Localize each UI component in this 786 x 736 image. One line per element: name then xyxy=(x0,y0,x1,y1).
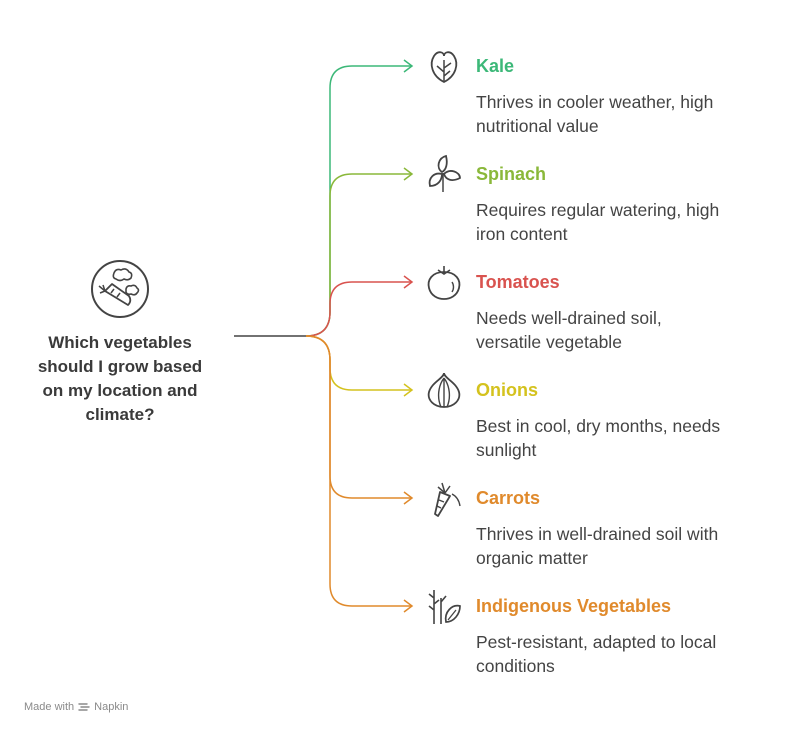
item-title-text: Onions xyxy=(476,380,538,400)
item-title-carrots: Carrots xyxy=(476,487,540,509)
question-line: should I grow based xyxy=(37,357,203,376)
description-line: iron content xyxy=(476,224,568,244)
napkin-logo-icon xyxy=(78,703,90,711)
item-title-text: Spinach xyxy=(476,164,547,184)
indigenous-vegetables-icon xyxy=(428,590,461,624)
branch-onions xyxy=(305,335,412,391)
item-title-text: Tomatoes xyxy=(476,272,560,292)
description-line: Thrives in well-drained soil with xyxy=(476,524,719,544)
description-line: Thrives in cooler weather, high xyxy=(476,92,714,112)
item-title-spinach: Spinach xyxy=(476,163,546,185)
description-line: Pest-resistant, adapted to local xyxy=(476,632,717,652)
description-line: organic matter xyxy=(476,548,588,568)
branch-carrots xyxy=(305,335,412,499)
branch-tomatoes xyxy=(305,281,412,337)
item-title-text: Kale xyxy=(476,56,515,76)
item-title-text: Carrots xyxy=(476,488,541,508)
description-line: Needs well-drained soil, xyxy=(476,308,662,328)
description-line: sunlight xyxy=(476,440,537,460)
item-description-carrots: Thrives in well-drained soil with organi… xyxy=(476,522,776,570)
question-line: Which vegetables xyxy=(48,333,192,352)
item-description-spinach: Requires regular watering, high iron con… xyxy=(476,198,776,246)
carrot-icon xyxy=(434,482,461,517)
arrow-carrots xyxy=(403,491,414,505)
item-description-indigenous-vegetables: Pest-resistant, adapted to local conditi… xyxy=(476,630,776,678)
question-line: on my location and xyxy=(42,381,198,400)
item-title-onions: Onions xyxy=(476,379,538,401)
description-line: conditions xyxy=(476,656,555,676)
item-description-tomatoes: Needs well-drained soil, versatile veget… xyxy=(476,306,776,354)
description-line: nutritional value xyxy=(476,116,599,136)
arrow-kale xyxy=(403,59,414,73)
item-title-kale: Kale xyxy=(476,55,514,77)
branch-indigenous-vegetables xyxy=(305,335,412,607)
branch-kale xyxy=(305,65,412,337)
item-title-text: Indigenous Vegetables xyxy=(476,596,672,616)
arrow-tomatoes xyxy=(403,275,414,289)
item-description-kale: Thrives in cooler weather, high nutritio… xyxy=(476,90,776,138)
description-line: Requires regular watering, high xyxy=(476,200,720,220)
arrow-indigenous-vegetables xyxy=(403,599,414,613)
question-line: climate? xyxy=(85,405,155,424)
arrow-onions xyxy=(403,383,414,397)
brand-text: Napkin xyxy=(94,701,129,713)
branch-spinach xyxy=(305,173,412,337)
vegetables-icon xyxy=(91,260,149,318)
kale-leaf-icon xyxy=(430,51,458,84)
spinach-leaves-icon xyxy=(428,154,461,192)
description-line: Best in cool, dry months, needs xyxy=(476,416,721,436)
question-text: Which vegetables should I grow based on … xyxy=(20,331,220,427)
arrow-spinach xyxy=(403,167,414,181)
item-title-indigenous-vegetables: Indigenous Vegetables xyxy=(476,595,671,617)
footer-watermark: Made with Napkin xyxy=(24,701,128,713)
made-with-text: Made with xyxy=(24,701,75,713)
tomato-icon xyxy=(427,266,461,300)
item-description-onions: Best in cool, dry months, needs sunlight xyxy=(476,414,776,462)
description-line: versatile vegetable xyxy=(476,332,622,352)
onion-icon xyxy=(427,372,461,408)
item-title-tomatoes: Tomatoes xyxy=(476,271,560,293)
